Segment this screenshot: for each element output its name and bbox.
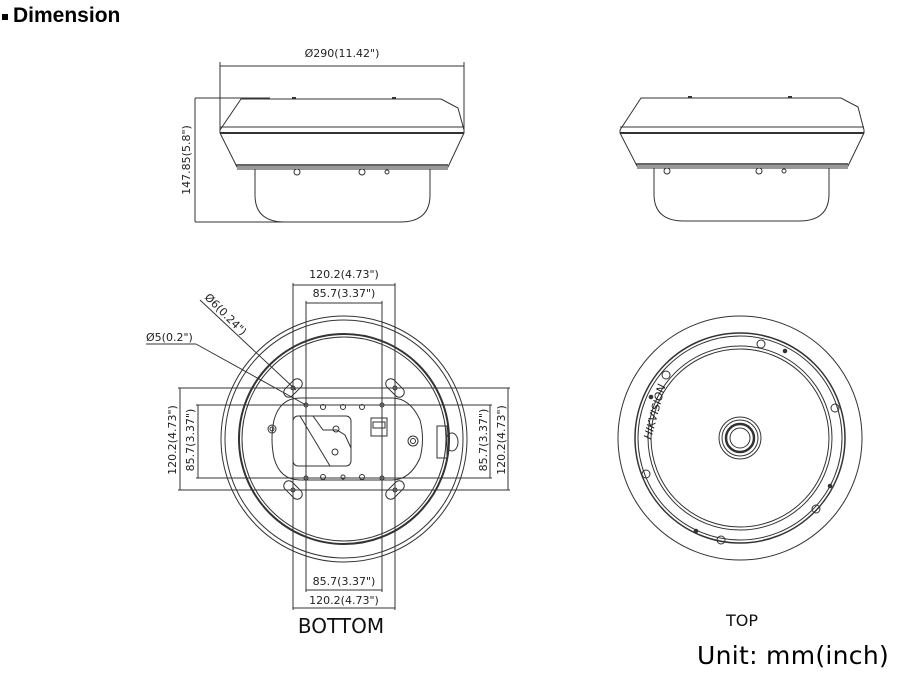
side-view-left	[194, 62, 465, 223]
bottom-left-inner-height: 85.7(3.37")	[184, 409, 197, 472]
bottom-top-inner-width: 85.7(3.37")	[313, 287, 376, 300]
bottom-left-outer-height: 120.2(4.73")	[166, 405, 179, 475]
hole-large-label: Ø6(0.24")	[202, 291, 249, 338]
bottom-right-inner-height: 85.7(3.37")	[477, 409, 490, 472]
side-view-right	[619, 96, 865, 222]
square-bullet-icon	[2, 14, 8, 20]
section-title: Dimension	[13, 4, 121, 27]
top-view	[617, 315, 863, 561]
section-heading: Dimension	[2, 4, 120, 28]
bottom-right-outer-height: 120.2(4.73")	[495, 405, 508, 475]
top-view-label: TOP	[725, 611, 758, 630]
bottom-bottom-inner-width: 85.7(3.37")	[313, 575, 376, 588]
bottom-view-label: BOTTOM	[298, 614, 384, 638]
unit-note: Unit: mm(inch)	[697, 641, 890, 670]
hole-small-label: Ø5(0.2")	[146, 331, 193, 344]
side-diameter-label: Ø290(11.42")	[305, 47, 380, 60]
side-height-label: 147.85(5.8")	[180, 125, 193, 195]
bottom-view	[146, 283, 510, 610]
bottom-top-outer-width: 120.2(4.73")	[309, 268, 379, 281]
bottom-bottom-outer-width: 120.2(4.73")	[309, 594, 379, 607]
